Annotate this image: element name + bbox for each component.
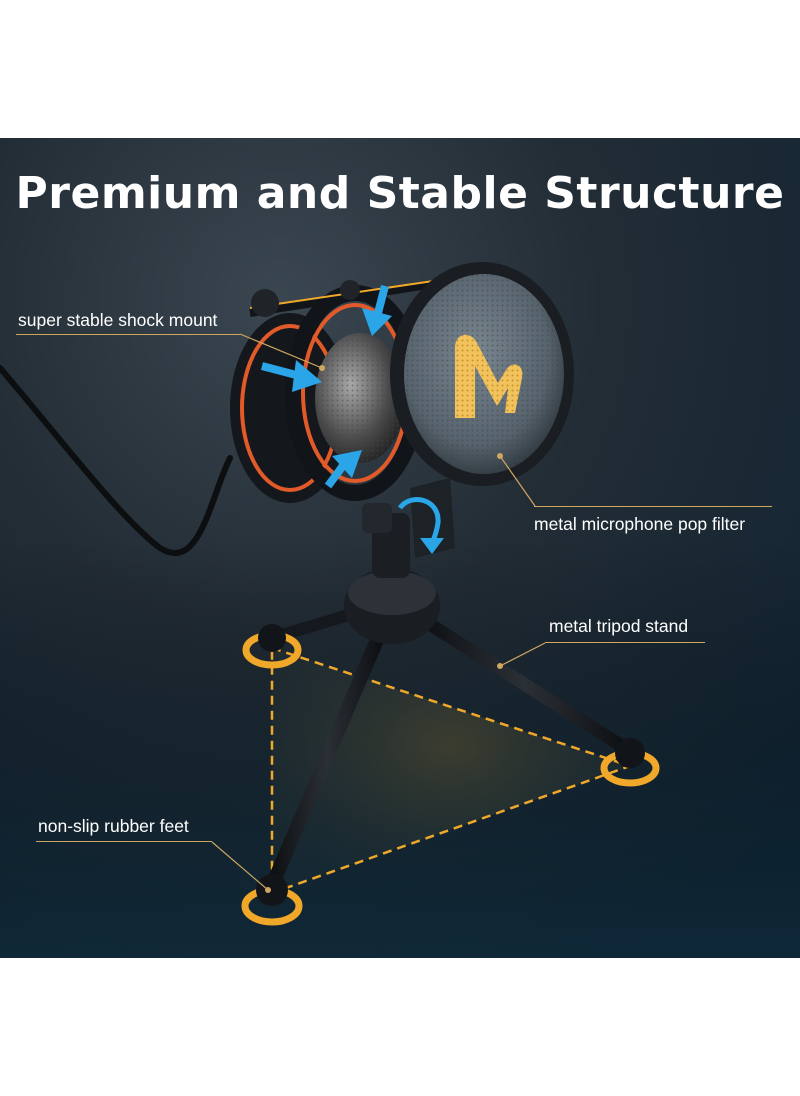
callout-feet: non-slip rubber feet [38, 816, 189, 836]
callout-rule [534, 506, 772, 507]
callout-pop-filter: metal microphone pop filter [534, 514, 746, 534]
rubber-foot-right [600, 738, 660, 787]
blue-arrow-icon [260, 360, 322, 392]
callout-rule [36, 841, 212, 842]
microphone-illustration [0, 138, 800, 958]
rubber-foot-front [241, 874, 303, 926]
shock-mount [230, 279, 441, 503]
callout-rule [545, 642, 705, 643]
page-title: Premium and Stable Structure [15, 168, 785, 219]
callout-tripod: metal tripod stand [549, 616, 689, 636]
usb-cable [0, 365, 233, 556]
blue-arrow-icon [362, 284, 392, 336]
tripod-leg-front [265, 621, 389, 893]
blue-arrow-icon [324, 450, 362, 489]
tripod-leg-right [413, 611, 635, 757]
tripod-dashed-outline [270, 646, 634, 895]
tripod-footprint [272, 648, 630, 893]
pop-filter [390, 262, 574, 486]
callout-shock-mount: super stable shock mount [18, 310, 218, 330]
maono-logo [455, 334, 523, 418]
product-image: Premium and Stable Structure super stabl… [0, 138, 800, 958]
callout-rule [16, 334, 240, 335]
rubber-foot-left [242, 624, 302, 669]
